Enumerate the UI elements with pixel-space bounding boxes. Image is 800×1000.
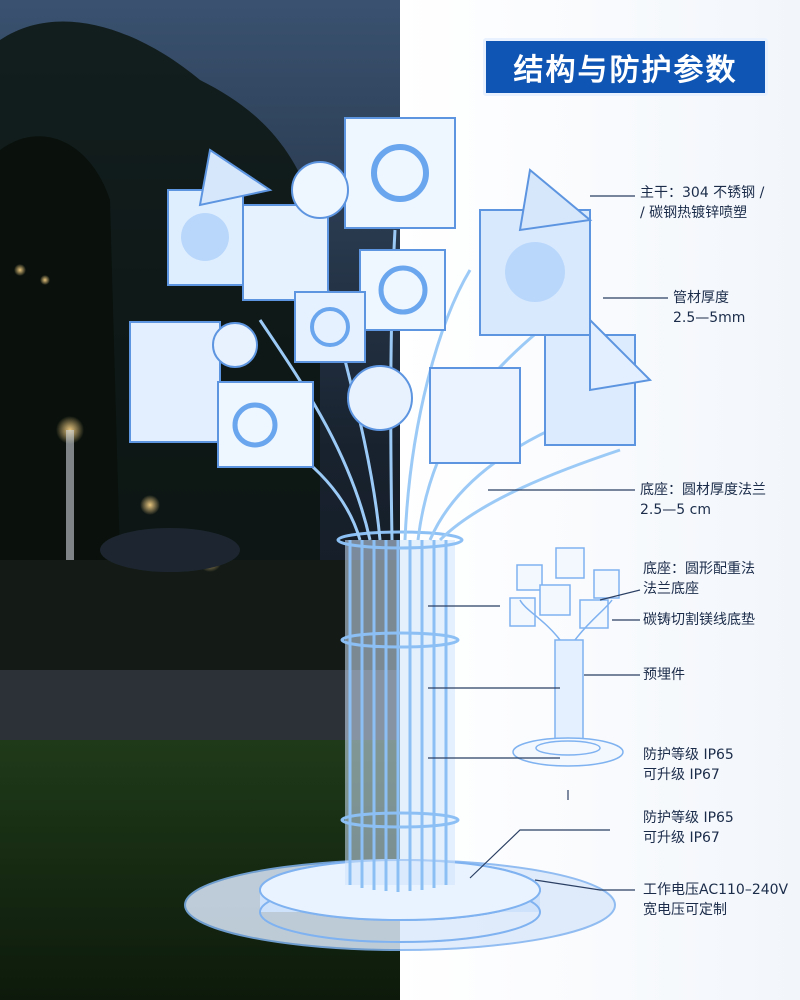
annotation-voltage: 工作电压AC110–240V 宽电压可定制 xyxy=(643,882,789,918)
annotation-base-flange: 底座：圆材厚度法兰 2.5—5 cm xyxy=(640,482,766,518)
annotation-cast-pad: 碳铸切割镁线底垫 xyxy=(643,612,755,628)
blueprint-background xyxy=(400,0,800,1000)
leader-lines xyxy=(428,195,668,891)
page-title: 结构与防护参数 xyxy=(483,38,768,96)
tree-trunk xyxy=(336,530,464,892)
annotation-base-round: 底座：圆形配重法 法兰底座 xyxy=(643,561,755,597)
annotation-tube-thickness: 管材厚度 2.5—5mm xyxy=(673,290,746,326)
led-cube-tree xyxy=(129,117,653,468)
annotation-main-trunk: 主干：304 不锈钢 / / 碳钢热镀锌喷塑 xyxy=(640,185,765,221)
tree-base xyxy=(184,859,616,951)
annotation-protection-2: 防护等级 IP65 可升级 IP67 xyxy=(643,810,734,846)
annotation-embedded-part: 预埋件 xyxy=(643,667,685,683)
mini-tree-diagram xyxy=(509,547,624,767)
annotation-protection-1: 防护等级 IP65 可升级 IP67 xyxy=(643,747,734,783)
